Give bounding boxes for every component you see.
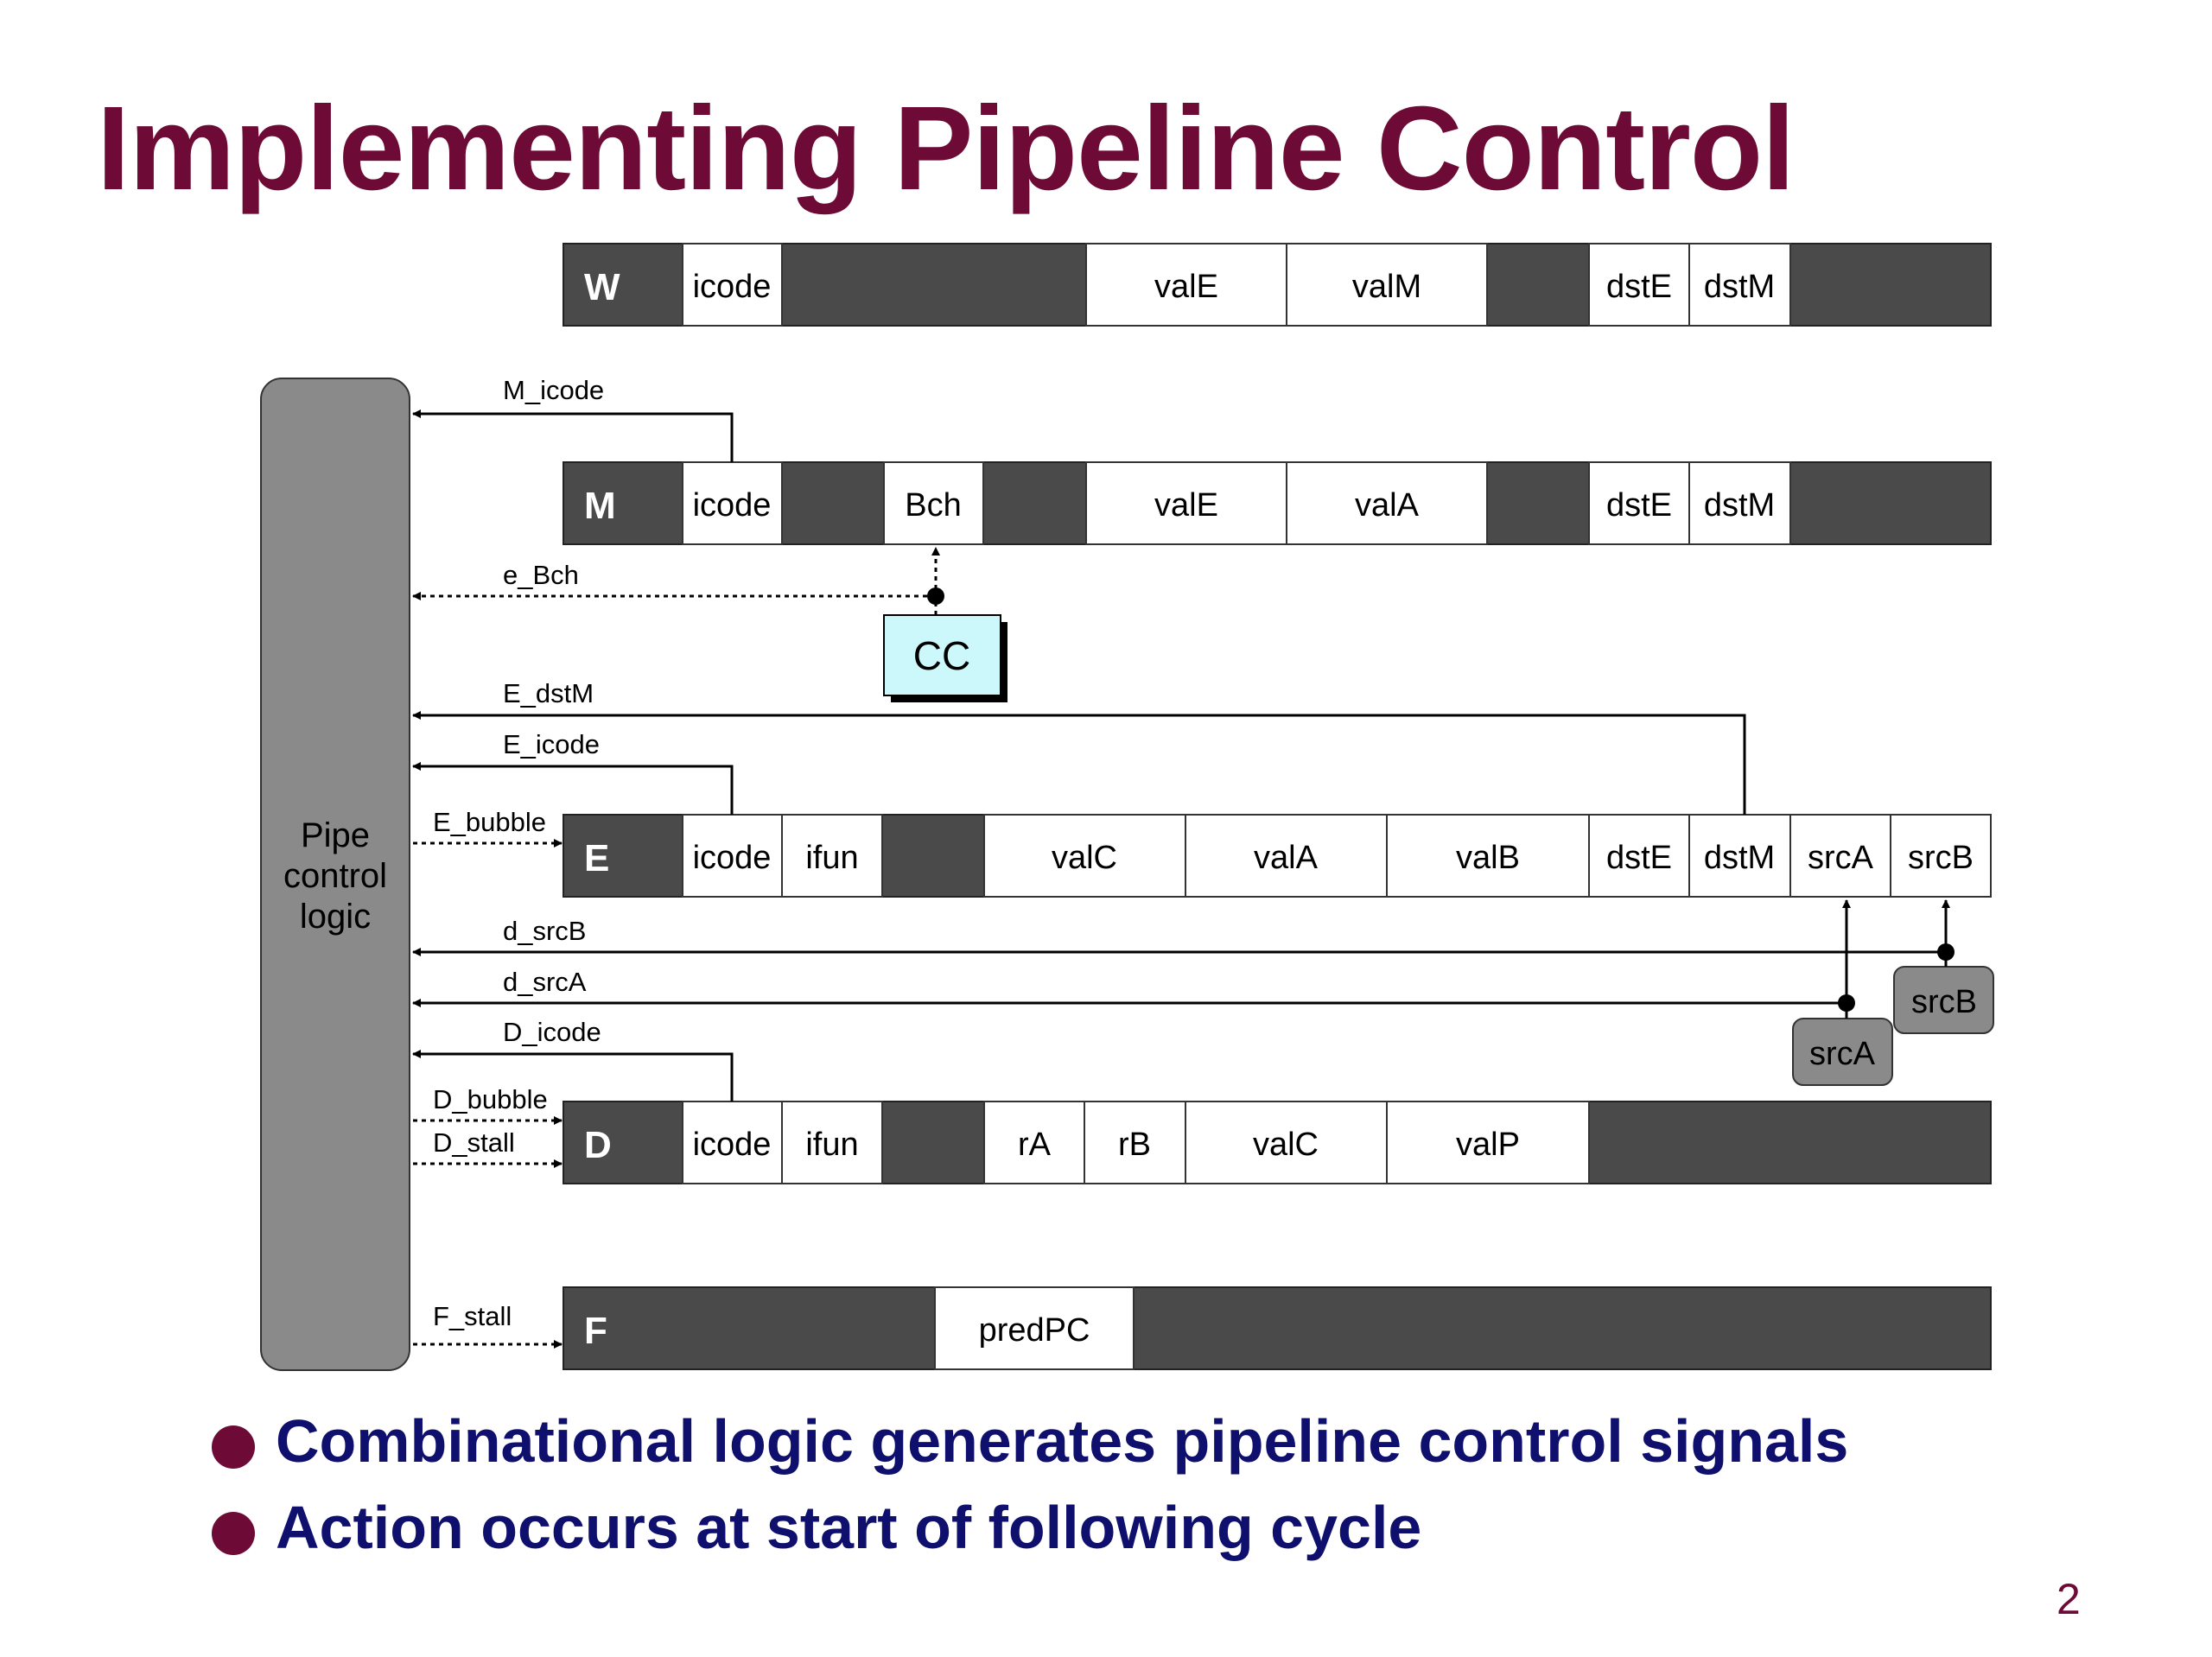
field-M-icode: icode [693,487,772,524]
wire-M-icode [412,409,734,462]
pipe-control-logic-line-3: logic [300,898,371,936]
slide-title: Implementing Pipeline Control [97,82,1795,215]
signal-label-e-Bch: e_Bch [503,560,579,590]
pipe-control-logic-block [260,378,410,1371]
signal-label-E-dstM: E_dstM [503,678,594,708]
field-W-valM: valM [1352,269,1421,305]
field-E-valC: valC [1052,840,1117,876]
page-number: 2 [2056,1575,2081,1623]
stage-F-label: F [584,1310,607,1352]
field-E-dstE: dstE [1606,840,1672,876]
regfile-srcB-box [1893,966,1994,1034]
field-D-rA: rA [1018,1127,1052,1163]
field-F-predPC: predPC [979,1312,1090,1349]
field-M-valE: valE [1154,487,1218,524]
field-box [682,814,783,898]
bullet-dot [212,1425,255,1469]
field-W-dstM: dstM [1704,269,1775,305]
pipe-control-logic-line-1: Pipe [301,816,370,854]
signal-label-D-bubble: D_bubble [433,1084,548,1114]
junction-dot [1838,994,1855,1012]
field-E-icode: icode [693,840,772,876]
field-box [934,1286,1135,1370]
field-E-valA: valA [1254,840,1319,876]
field-box [1588,243,1690,327]
stage-E-label: E [584,837,609,879]
cc-label: CC [913,633,970,678]
field-box [1789,814,1891,898]
field-W-valE: valE [1154,269,1218,305]
field-M-Bch: Bch [905,487,961,524]
field-box [1890,814,1992,898]
field-E-valB: valB [1456,840,1520,876]
field-box [883,461,984,545]
field-M-dstE: dstE [1606,487,1672,524]
signal-label-E-icode: E_icode [503,729,600,759]
signal-label-D-stall: D_stall [433,1127,515,1158]
bullet-text: Combinational logic generates pipeline c… [276,1407,1849,1475]
field-W-icode: icode [693,269,772,305]
stage-W-label: W [584,266,620,308]
field-box [1286,461,1488,545]
field-D-ifun: ifun [805,1127,858,1163]
field-D-valC: valC [1253,1127,1319,1163]
regfile-srcA-label: srcA [1809,1036,1876,1072]
field-E-srcA: srcA [1808,840,1874,876]
junction-dot [1937,943,1955,961]
signal-label-F-stall: F_stall [433,1301,512,1331]
field-E-dstM: dstM [1704,840,1775,876]
field-D-rB: rB [1118,1127,1151,1163]
field-box [1386,814,1590,898]
field-W-dstE: dstE [1606,269,1672,305]
field-E-srcB: srcB [1908,840,1974,876]
field-box [1386,1101,1590,1184]
field-box [983,1101,1085,1184]
field-box [1286,243,1488,327]
field-box [1688,461,1791,545]
field-box [1185,1101,1388,1184]
stage-F-body [563,1286,1992,1370]
stage-M-register: M icode Bch valE valA dstE dstM [563,461,1992,545]
bullet-text: Action occurs at start of following cycl… [276,1494,1422,1561]
signal-label-E-bubble: E_bubble [433,807,546,837]
field-box [1185,814,1388,898]
field-box [682,1101,783,1184]
signal-label-d-srcA: d_srcA [503,967,587,997]
cc-box [883,614,1001,696]
signal-label-D-icode: D_icode [503,1017,601,1047]
field-box [1085,461,1287,545]
field-M-dstM: dstM [1704,487,1775,524]
field-box [1085,243,1287,327]
field-E-ifun: ifun [805,840,858,876]
bullet-dot [212,1512,255,1555]
stage-W-register: W icode valE valM dstE dstM [563,243,1992,327]
field-box [1588,461,1690,545]
field-box [983,814,1186,898]
regfile-srcA-box [1792,1018,1893,1086]
field-M-valA: valA [1355,487,1420,524]
wire-E-dstM [412,711,1746,815]
signal-label-d-srcB: d_srcB [503,916,586,946]
field-box [1688,243,1791,327]
stage-D-register: D icode ifun rA rB valC valP [563,1101,1992,1184]
regfile-srcB-label: srcB [1911,984,1977,1020]
pipe-control-logic-line-2: control [283,857,387,895]
junction-dot [927,587,944,605]
field-D-icode: icode [693,1127,772,1163]
field-box [1084,1101,1186,1184]
field-box [682,243,783,327]
signal-label-M-icode: M_icode [503,375,604,405]
field-box [1588,814,1690,898]
stage-D-label: D [584,1124,612,1166]
wire-D-icode [412,1050,734,1101]
stage-F-register: F predPC [563,1286,1992,1370]
wire-E-icode [412,762,734,815]
stage-M-label: M [584,485,616,527]
field-D-valP: valP [1456,1127,1520,1163]
stage-E-register: E icode ifun valC valA valB dstE dstM sr… [563,814,1992,898]
field-box [781,1101,883,1184]
field-box [781,814,883,898]
